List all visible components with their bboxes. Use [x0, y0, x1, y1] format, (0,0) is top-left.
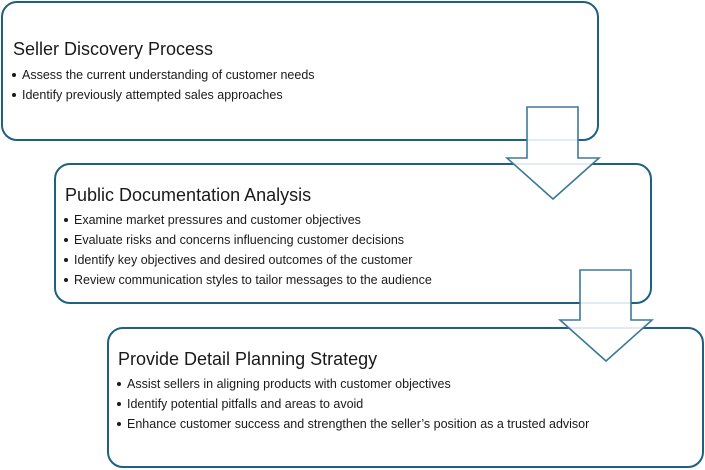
bullet-item: Assist sellers in aligning products with… — [116, 374, 636, 394]
bullet-item: Identify previously attempted sales appr… — [11, 85, 315, 105]
bullet-item: Review communication styles to tailor me… — [63, 270, 432, 290]
bullet-item: Assess the current understanding of cust… — [11, 65, 315, 85]
step-bullet-list: Assess the current understanding of cust… — [11, 65, 315, 105]
bullet-item: Identify key objectives and desired outc… — [63, 250, 432, 270]
bullet-item: Enhance customer success and strengthen … — [116, 414, 636, 434]
step-box-planning-strategy: Provide Detail Planning Strategy Assist … — [107, 327, 704, 468]
bullet-item: Examine market pressures and customer ob… — [63, 210, 432, 230]
step-box-seller-discovery: Seller Discovery Process Assess the curr… — [1, 1, 599, 141]
bullet-item: Identify potential pitfalls and areas to… — [116, 394, 636, 414]
step-bullet-list: Examine market pressures and customer ob… — [63, 210, 432, 290]
step-bullet-list: Assist sellers in aligning products with… — [116, 374, 636, 434]
step-box-public-documentation: Public Documentation Analysis Examine ma… — [54, 163, 652, 304]
step-title: Seller Discovery Process — [13, 39, 214, 59]
step-title: Provide Detail Planning Strategy — [118, 349, 378, 369]
bullet-item: Evaluate risks and concerns influencing … — [63, 230, 432, 250]
step-title: Public Documentation Analysis — [65, 185, 312, 205]
